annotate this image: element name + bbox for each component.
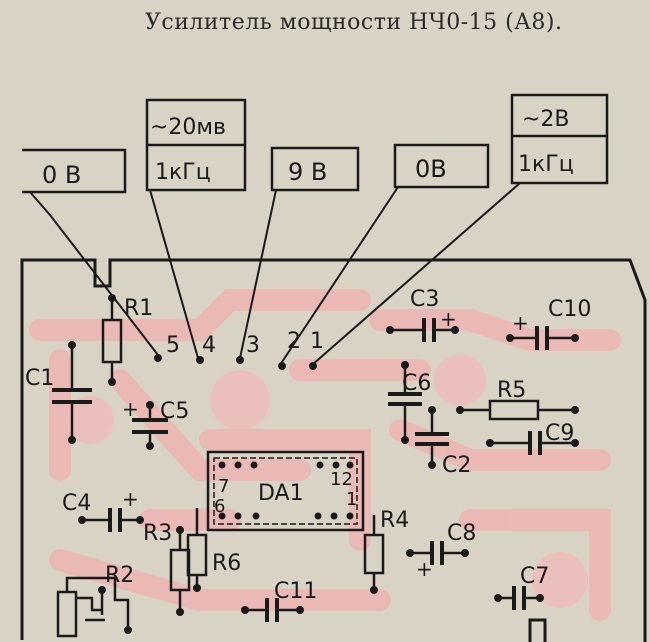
- resistor-r5-symbol: [460, 399, 575, 421]
- test-pins: [154, 354, 317, 370]
- capacitor-c6-symbol: [388, 365, 422, 440]
- capacitor-c1-symbol: [52, 345, 92, 440]
- label-c5: C5: [160, 399, 189, 424]
- probe-label-1khz-right: 1кГц: [518, 152, 574, 177]
- probe-leader-lines: [29, 182, 521, 366]
- probe-box-2v: ~2В 1кГц: [510, 93, 609, 185]
- label-c3: C3: [410, 287, 439, 312]
- label-r5: R5: [497, 378, 526, 403]
- polarity-marks: + + + + +: [122, 307, 529, 581]
- probe-label-0v-mid: 0В: [415, 155, 447, 183]
- polarity-c5: +: [122, 397, 139, 421]
- label-c8: C8: [447, 521, 476, 546]
- label-c11: C11: [274, 579, 317, 604]
- pin-label-4: 4: [202, 333, 216, 358]
- label-c9: C9: [545, 421, 574, 446]
- capacitor-c10-symbol: [510, 326, 575, 350]
- probe-label-0v-left: 0 В: [42, 161, 81, 189]
- probe-box-9v: 9 В: [270, 146, 360, 192]
- polarity-c4: +: [122, 487, 139, 511]
- diagram-title: Усилитель мощности НЧ0-15 (А8).: [145, 10, 563, 35]
- ic-pin-7-label: 7: [218, 476, 229, 497]
- pin-label-2: 2: [287, 329, 301, 354]
- label-r3: R3: [143, 521, 172, 546]
- resistor-r2-symbol: [56, 576, 130, 638]
- ic-pin-1-label: 1: [346, 489, 357, 510]
- component-symbols: [52, 298, 575, 638]
- component-labels: R1 C1 C5 C3 C10 C6 R5 C9 C2 C4 R3 R6 R4 …: [25, 287, 591, 604]
- probe-box-20mv: ~20мв 1кГц: [145, 98, 247, 192]
- probe-label-20mv: ~20мв: [150, 115, 226, 140]
- probe-box-0v-left: 0 В: [22, 148, 127, 194]
- label-r2: R2: [105, 563, 134, 588]
- probe-label-2v: ~2В: [522, 107, 570, 132]
- pin-label-1: 1: [310, 329, 324, 354]
- label-c4: C4: [62, 491, 91, 516]
- label-r6: R6: [212, 551, 241, 576]
- polarity-c3: +: [440, 307, 457, 331]
- ic-pin-12-label: 12: [330, 469, 353, 490]
- label-c6: C6: [402, 371, 431, 396]
- label-da1: DA1: [258, 481, 304, 506]
- board-outline: [20, 258, 647, 642]
- label-c10: C10: [548, 297, 591, 322]
- polarity-c10: +: [512, 311, 529, 335]
- polarity-c8: +: [416, 557, 433, 581]
- label-r4: R4: [380, 508, 409, 533]
- ic-da1-symbol: [206, 450, 365, 532]
- capacitor-c3-symbol: [390, 318, 455, 342]
- label-c7: C7: [520, 564, 549, 589]
- ic-pin-6-label: 6: [214, 496, 225, 517]
- probe-box-0v-mid: 0В: [393, 143, 490, 189]
- probe-label-1khz-left: 1кГц: [155, 160, 211, 185]
- label-c1: C1: [25, 366, 54, 391]
- pin-label-3: 3: [246, 333, 260, 358]
- pin-label-5: 5: [166, 333, 180, 358]
- solder-pads: [68, 294, 579, 634]
- label-r1: R1: [124, 296, 153, 321]
- label-c2: C2: [442, 453, 471, 478]
- capacitor-c9-symbol: [490, 431, 575, 455]
- probe-label-9v: 9 В: [288, 158, 327, 186]
